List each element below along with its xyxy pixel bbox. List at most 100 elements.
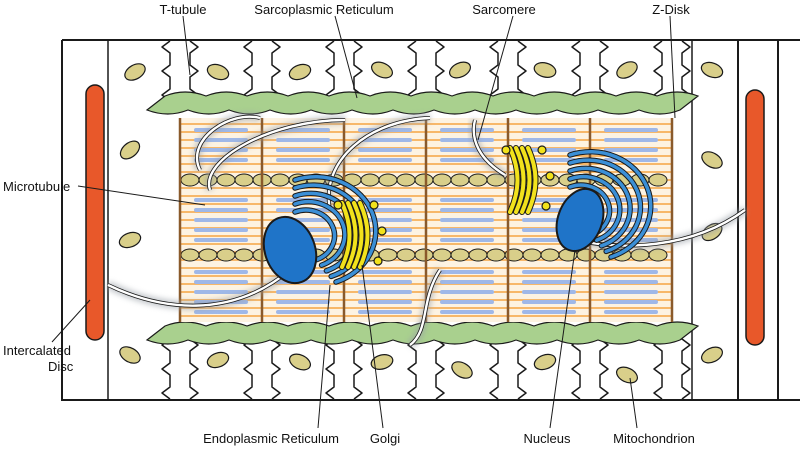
golgi-left-vesicle-1 — [373, 256, 383, 266]
mitochondrion-4 — [449, 61, 471, 79]
thick-filament — [440, 148, 494, 152]
mitochondrion-row-1 — [216, 248, 236, 262]
label-golgi: Golgi — [369, 431, 401, 446]
t-tubule-bottom-1 — [243, 338, 281, 400]
thick-filament — [358, 238, 412, 242]
endoplasmic-reticulum-right-3 — [568, 158, 643, 254]
mitochondrion-row-0 — [360, 173, 380, 187]
thick-filament — [604, 128, 658, 132]
thick-filament — [194, 218, 248, 222]
thick-filament — [604, 310, 658, 314]
mitochondrion-row-1 — [198, 248, 218, 262]
mitochondrion-row-1 — [648, 248, 668, 262]
thick-filament — [358, 280, 412, 284]
thick-filament — [522, 128, 576, 132]
leader-lines — [51, 15, 676, 429]
golgi-left-0 — [340, 201, 352, 269]
mitochondrion-row-1 — [450, 248, 470, 262]
thick-filament — [358, 310, 412, 314]
leader-sarcoplasmic-reticulum — [334, 15, 358, 99]
t-tubule-bottom-2 — [325, 338, 363, 400]
thick-filament — [522, 148, 576, 152]
mitochondrion-6 — [616, 61, 638, 79]
label-sarcomere: Sarcomere — [472, 2, 536, 17]
mitochondrion-row-0 — [648, 173, 668, 187]
thick-filament — [358, 138, 412, 142]
t-tubule-bottom-4 — [489, 338, 527, 400]
thick-filament — [440, 228, 494, 232]
leader-sarcomere — [477, 15, 514, 141]
thick-filament — [522, 290, 576, 294]
label-endoplasmic-reticulum: Endoplasmic Reticulum — [203, 431, 339, 446]
label-z-disk: Z-Disk — [652, 2, 690, 17]
t-tubule-bottom-0 — [161, 338, 199, 400]
thick-filament — [358, 290, 412, 294]
microtubule-0 — [107, 269, 291, 307]
mitochondrion-row-1 — [522, 248, 542, 262]
thick-filament — [276, 158, 330, 162]
cell-layer — [61, 39, 800, 401]
thick-filament — [194, 238, 248, 242]
leader-endoplasmic-reticulum — [317, 284, 331, 429]
thick-filament — [440, 218, 494, 222]
leader-intercalated-disc — [51, 299, 91, 343]
mitochondrion-3 — [371, 61, 393, 79]
thick-filament — [604, 138, 658, 142]
intercalated-disc-right — [745, 89, 765, 346]
mitochondrion-row-0 — [414, 173, 434, 187]
thick-filament — [276, 138, 330, 142]
endoplasmic-reticulum-right-0 — [568, 183, 612, 237]
mitochondrion-row-0 — [378, 173, 398, 187]
mitochondrion-row-0 — [432, 173, 452, 187]
golgi-left-vesicle-3 — [377, 226, 387, 236]
thick-filament — [440, 300, 494, 304]
thick-filament — [440, 208, 494, 212]
golgi-right-0 — [508, 146, 520, 214]
microtubule-3 — [327, 116, 431, 211]
endoplasmic-reticulum-left-1 — [293, 200, 347, 267]
mitochondrion-1 — [206, 63, 230, 81]
thick-filament — [358, 148, 412, 152]
thick-filament — [194, 228, 248, 232]
thick-filament — [440, 270, 494, 274]
thick-filament — [194, 208, 248, 212]
thick-filament — [194, 280, 248, 284]
thick-filament — [358, 158, 412, 162]
label-mitochondrion: Mitochondrion — [613, 431, 695, 446]
label-microtubule: Microtubule — [3, 179, 71, 194]
thick-filament — [440, 310, 494, 314]
mitochondrion-18 — [616, 366, 638, 384]
leader-t-tubule — [182, 15, 191, 76]
leader-microtubule — [77, 185, 206, 206]
mitochondrion-12 — [119, 346, 141, 364]
mitochondrion-row-1 — [396, 248, 416, 262]
mitochondrion-row-1 — [540, 248, 560, 262]
endoplasmic-reticulum-right-1 — [568, 175, 622, 242]
mitochondrion-row-0 — [180, 173, 200, 187]
golgi-left-1 — [346, 201, 358, 269]
thick-filament — [276, 290, 330, 294]
golgi-right-1 — [514, 146, 526, 214]
leader-z-disk — [669, 15, 676, 119]
t-tubule-bottom-3 — [407, 338, 445, 400]
leader-golgi — [361, 264, 384, 429]
mitochondrion-0 — [124, 63, 146, 81]
mitochondrion-9 — [701, 151, 723, 169]
mitochondrion-17 — [533, 353, 557, 371]
thick-filament — [604, 270, 658, 274]
thick-filament — [522, 310, 576, 314]
thick-filament — [440, 280, 494, 284]
label-nucleus: Nucleus — [523, 431, 571, 446]
thick-filament — [358, 198, 412, 202]
label-intercalated-disc-line2: Disc — [48, 359, 74, 374]
mitochondrion-row-1 — [486, 248, 506, 262]
mitochondrion-row-1 — [630, 248, 650, 262]
organelle-layer — [106, 112, 748, 349]
label-sarcoplasmic-reticulum: Sarcoplasmic Reticulum — [254, 2, 394, 17]
thick-filament — [276, 310, 330, 314]
golgi-left-2 — [352, 201, 364, 269]
mitochondrion-row-1 — [414, 248, 434, 262]
intercalated-disc-left — [85, 84, 105, 341]
thick-filament — [604, 290, 658, 294]
